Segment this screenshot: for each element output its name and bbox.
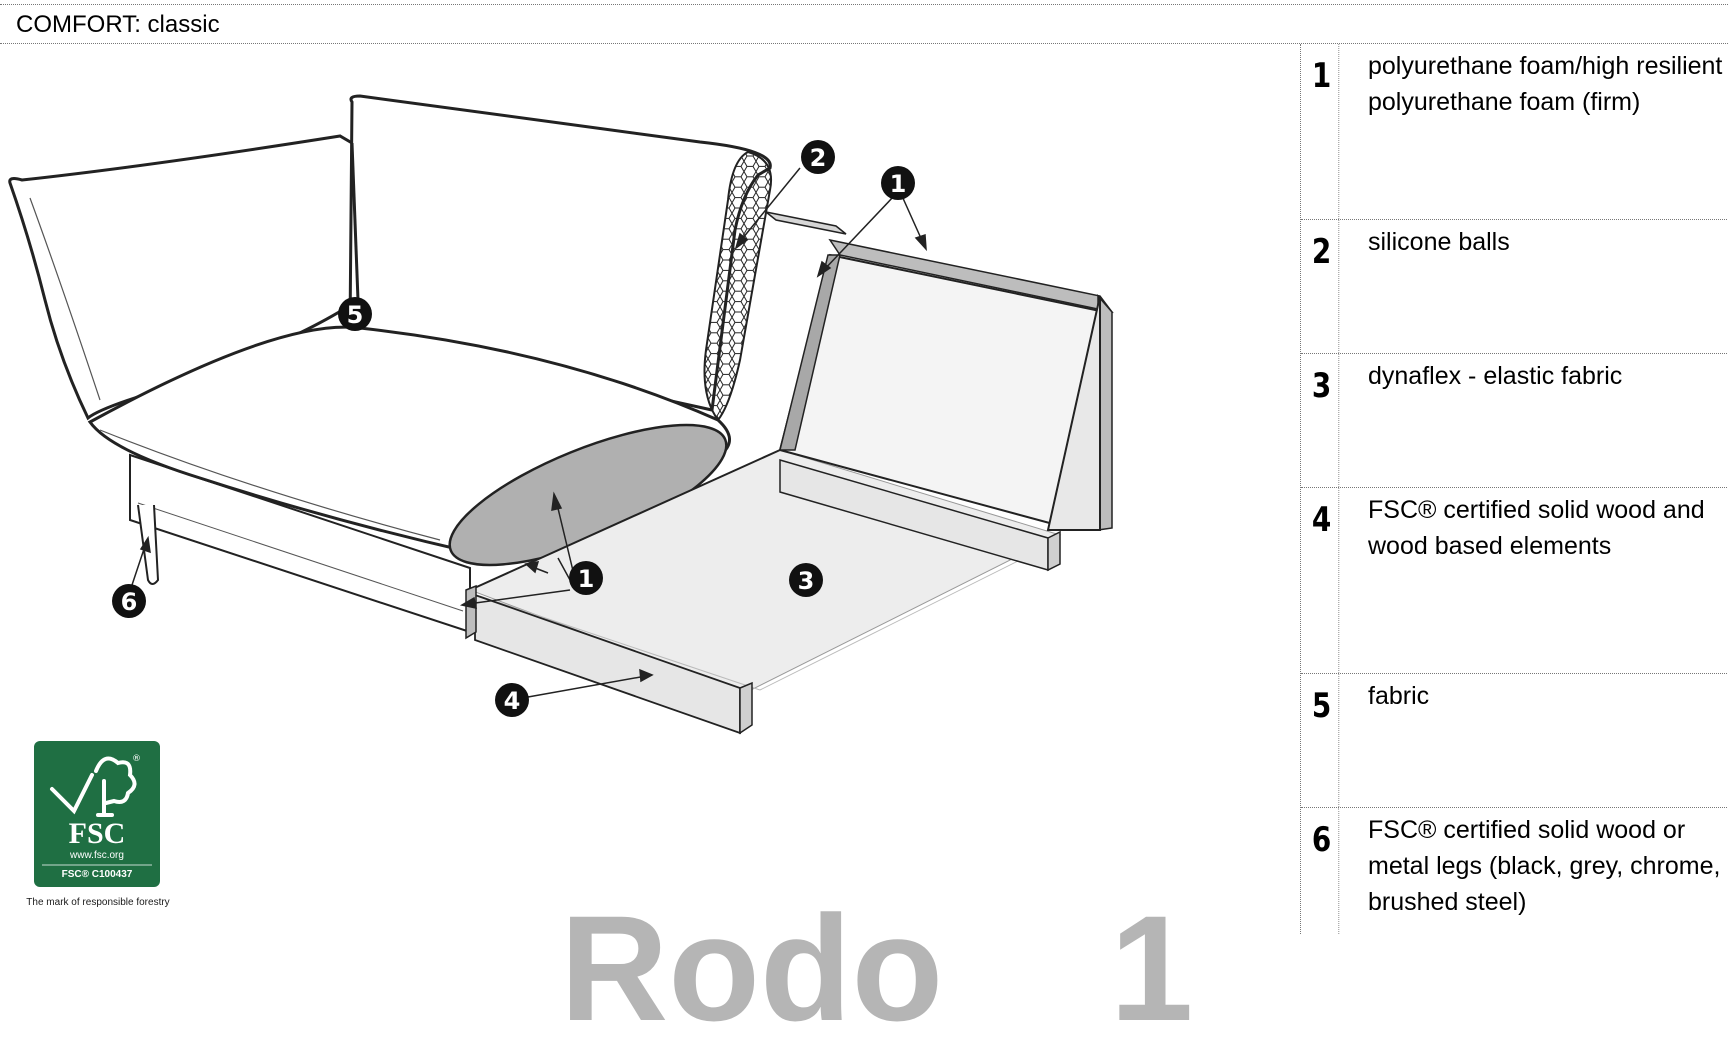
materials-legend: 1 polyurethane foam/high resilient polyu…: [1300, 44, 1728, 934]
legend-text: FSC® certified solid wood and wood based…: [1368, 496, 1705, 560]
legend-number: 4: [1305, 488, 1340, 673]
legend-row: 5 fabric: [1301, 674, 1728, 808]
legend-number: 6: [1305, 808, 1340, 934]
legend-text: silicone balls: [1368, 228, 1510, 256]
svg-text:6: 6: [121, 588, 138, 616]
callout-3: 3: [789, 563, 823, 597]
back-frame: [765, 211, 1114, 531]
fsc-url: www.fsc.org: [69, 850, 124, 861]
svg-text:5: 5: [347, 301, 364, 329]
header-bar: COMFORT: classic: [0, 4, 1728, 44]
legend-row: 3 dynaflex - elastic fabric: [1301, 354, 1728, 488]
fsc-logo: ® FSC www.fsc.org FSC® C100437: [34, 741, 160, 887]
leader-arrows: [131, 167, 927, 698]
legend-row: 2 silicone balls: [1301, 220, 1728, 354]
fsc-name: FSC: [69, 817, 126, 850]
callout-5: 5: [338, 297, 372, 331]
callout-2: 2: [801, 140, 835, 174]
svg-text:1: 1: [578, 565, 595, 593]
svg-text:3: 3: [798, 567, 815, 595]
svg-text:4: 4: [504, 687, 521, 715]
legend-number: 2: [1305, 220, 1340, 353]
fsc-code: FSC® C100437: [62, 869, 133, 880]
callout-6: 6: [112, 584, 146, 618]
callout-1a: 1: [881, 166, 915, 200]
legend-row: 4 FSC® certified solid wood and wood bas…: [1301, 488, 1728, 674]
legend-text: polyurethane foam/high resilient polyure…: [1368, 52, 1723, 116]
sofa-construction-diagram: 1 2 5 1 3 4 6: [8, 94, 1114, 735]
legend-text: fabric: [1368, 682, 1430, 710]
legend-number: 3: [1305, 354, 1340, 487]
legend-number: 5: [1305, 674, 1340, 807]
legend-row: 6 FSC® certified solid wood or metal leg…: [1301, 808, 1728, 934]
legend-row: 1 polyurethane foam/high resilient polyu…: [1301, 44, 1728, 220]
fsc-tagline: The mark of responsible forestry: [26, 897, 170, 908]
legend-text: dynaflex - elastic fabric: [1368, 362, 1623, 390]
comfort-title: COMFORT: classic: [16, 11, 220, 38]
svg-text:1: 1: [890, 170, 907, 198]
watermark-text: Rodo 1: [560, 884, 1194, 1052]
callout-4: 4: [495, 683, 529, 717]
legend-text: FSC® certified solid wood or metal legs …: [1368, 816, 1721, 916]
svg-text:2: 2: [810, 144, 827, 172]
legend-number: 1: [1305, 44, 1340, 219]
svg-text:®: ®: [132, 754, 141, 764]
wood-rails: [465, 459, 1061, 735]
callout-1b: 1: [569, 561, 603, 595]
fsc-tree-icon: [50, 756, 137, 817]
